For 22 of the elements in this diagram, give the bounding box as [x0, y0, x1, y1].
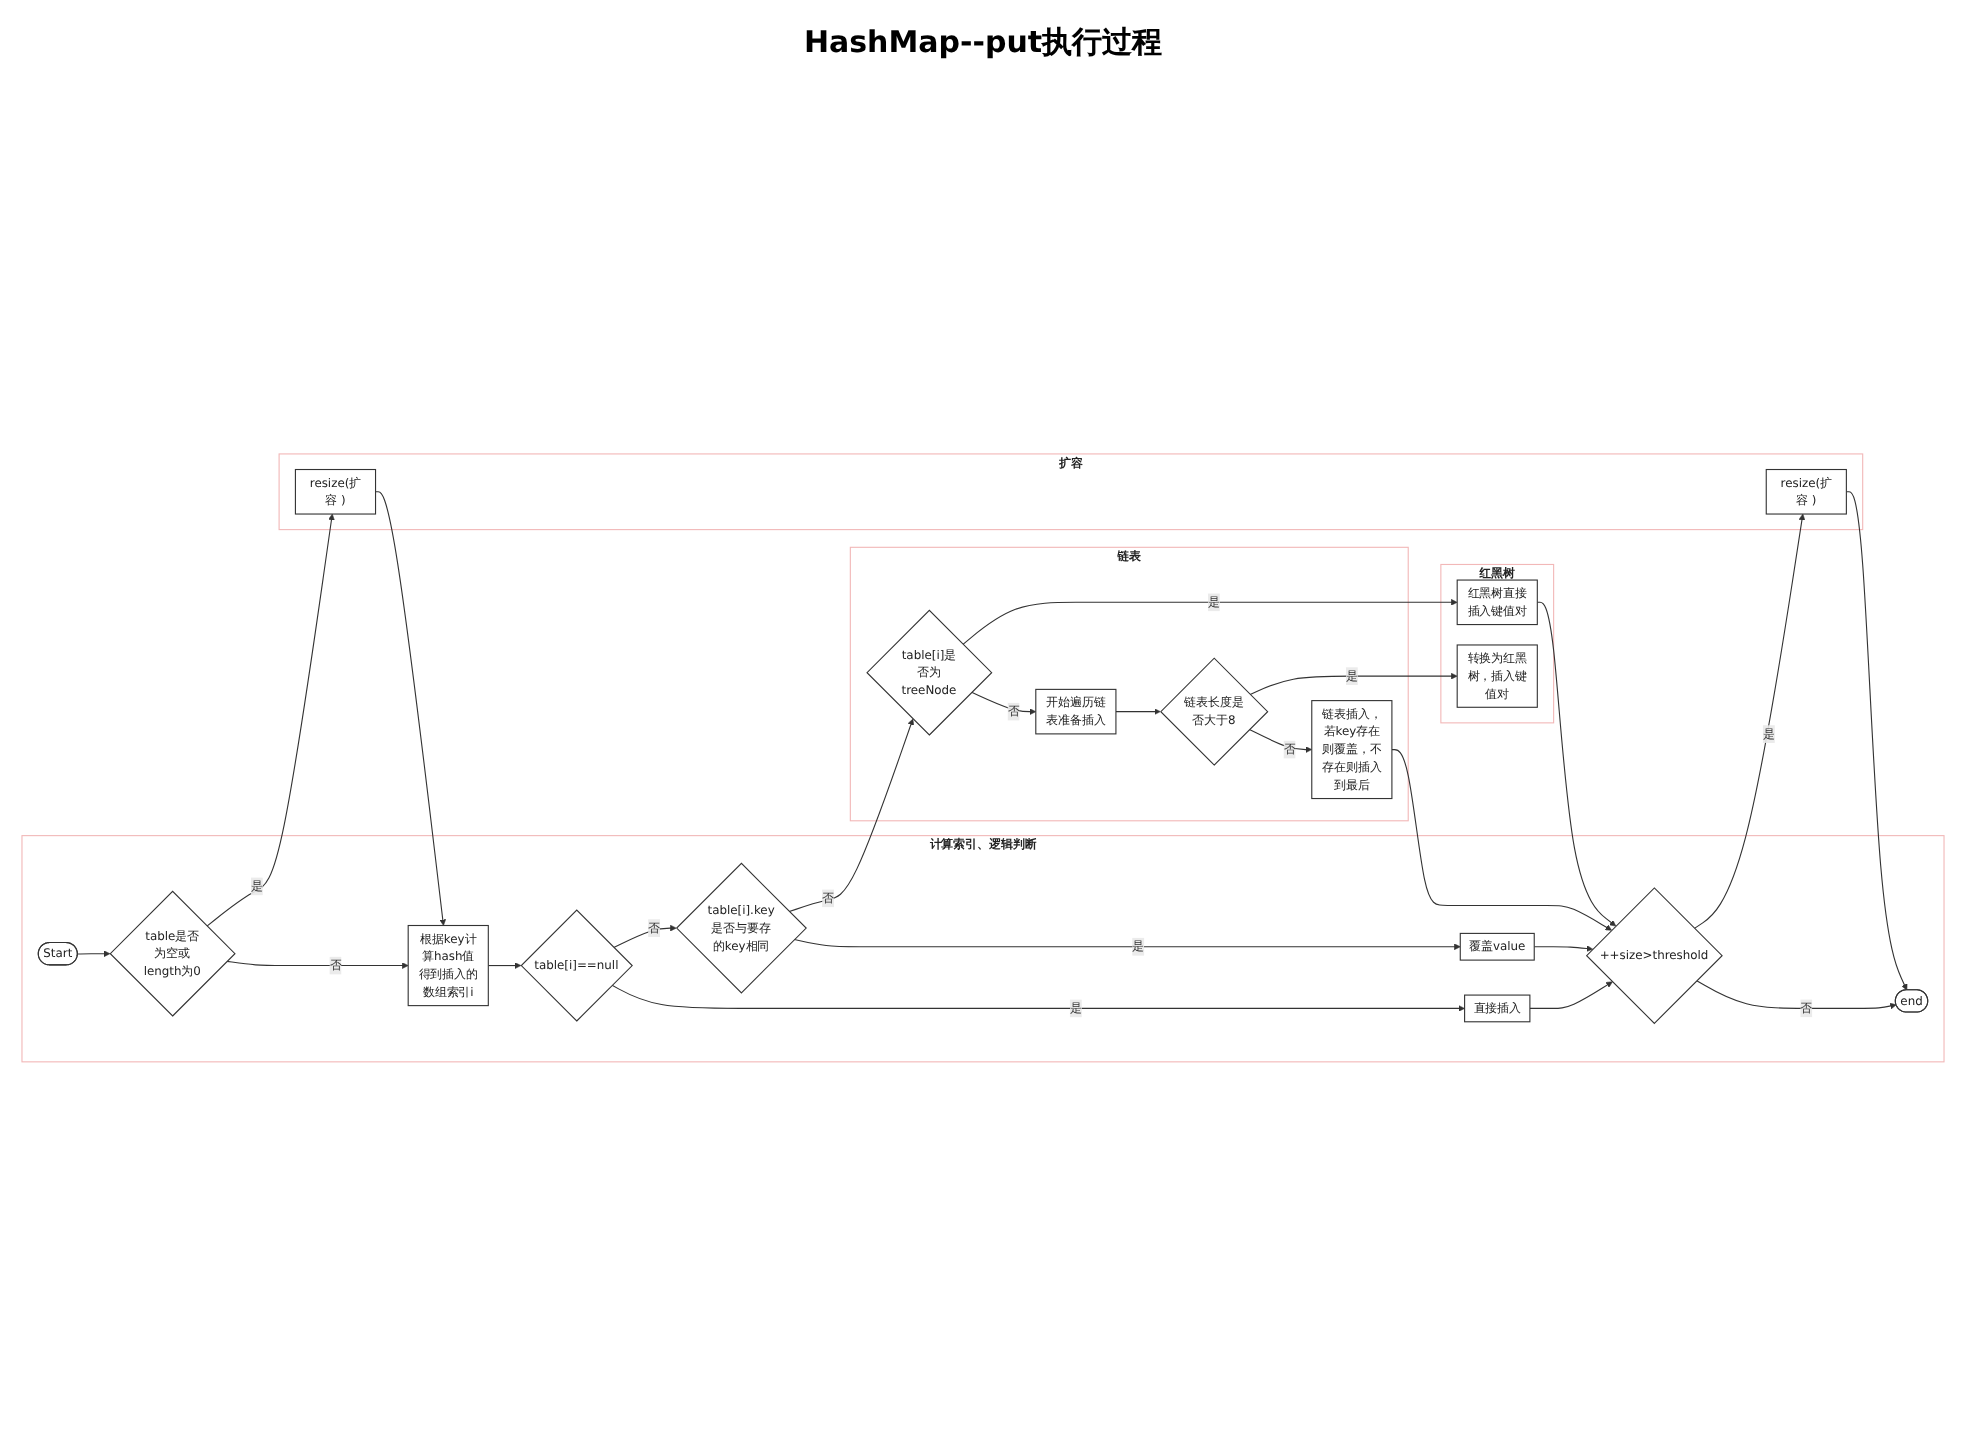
diagram-title: HashMap--put执行过程: [803, 24, 1163, 62]
arrow: [1248, 728, 1313, 752]
arrow: [793, 938, 1461, 950]
arrow: [375, 490, 446, 925]
arrow: [613, 923, 677, 948]
arrow: [206, 512, 335, 926]
arrow: [1693, 512, 1806, 929]
arrow: [788, 717, 914, 912]
arrow: [611, 983, 1465, 1011]
arrow: [1249, 671, 1458, 695]
arrow: [487, 961, 522, 968]
arrow: [1845, 490, 1908, 990]
arrow: [226, 959, 409, 968]
arrow: [1529, 980, 1613, 1009]
arrow: [1536, 600, 1617, 926]
arrow: [971, 690, 1037, 714]
arrow: [1696, 979, 1897, 1009]
arrow: [1115, 707, 1161, 714]
arrow: [77, 949, 111, 957]
arrow: [1391, 748, 1612, 930]
arrow: [1533, 944, 1594, 951]
arrow: [962, 598, 1458, 645]
